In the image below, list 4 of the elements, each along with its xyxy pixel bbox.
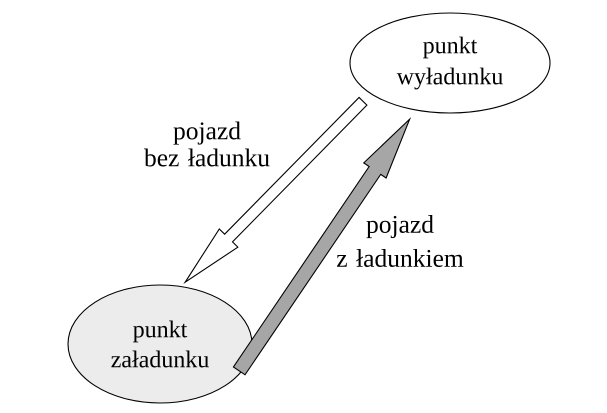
edge-label: pojazd z ładunkiem [336, 215, 464, 267]
oval-node: punkt wyładunku [349, 12, 551, 114]
edge-label: pojazd bez ładunku [144, 122, 270, 166]
oval-node: punkt załadunku [67, 284, 253, 404]
